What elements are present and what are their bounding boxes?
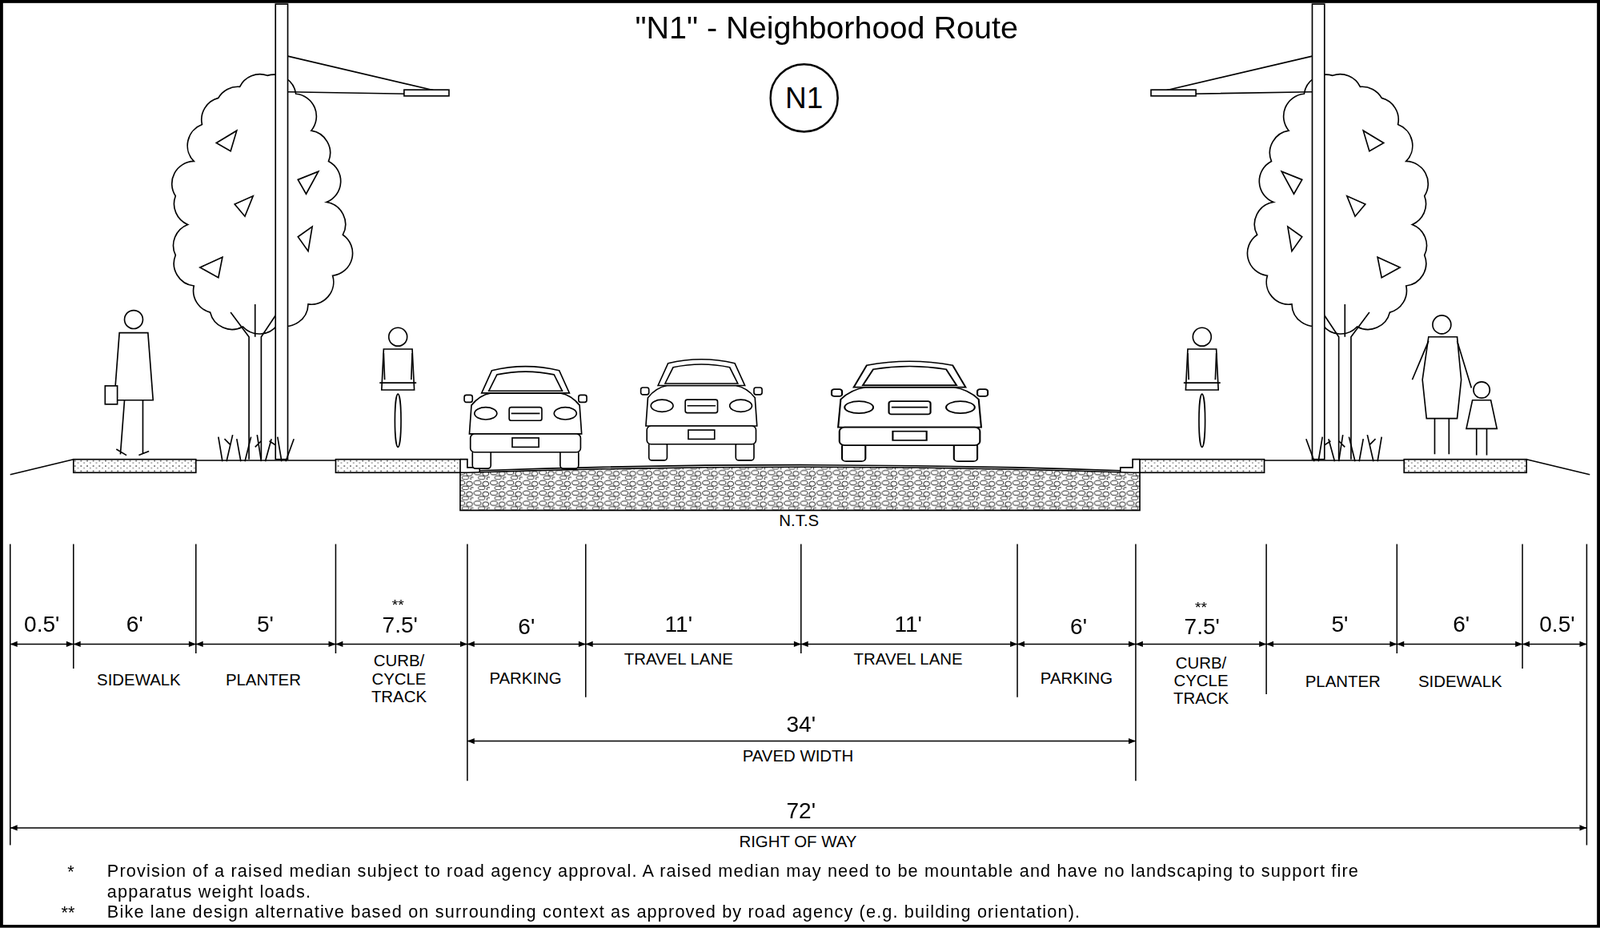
street-drawing [104,310,153,456]
zone-name: CURB/ CYCLE TRACK [367,651,431,706]
street-drawing [1473,381,1490,398]
footnote: Bike lane design alternative based on su… [107,902,1424,923]
street-drawing [460,466,1140,510]
dimension-name: RIGHT OF WAY [737,833,859,851]
badge-text: N1 [785,83,823,113]
street-drawing [585,643,802,646]
zone-name: PLANTER [1303,672,1383,690]
street-drawing [10,4,480,475]
zone-name: SIDEWALK [1415,672,1504,690]
street-drawing [10,544,1588,846]
route-badge: N1 [769,63,839,133]
zone-name: PLANTER [223,670,303,689]
zone-name: SIDEWALK [95,670,184,689]
street-drawing [1135,643,1267,646]
street-drawing [1120,4,1590,475]
dimension: 34' [784,712,819,738]
dimension: 6' [1451,612,1472,638]
street-drawing [467,643,586,646]
street-drawing [1266,643,1397,646]
street-drawing [467,740,1136,742]
street-drawing [114,332,153,401]
street-drawing [1396,643,1523,646]
dimension: 7.5' [380,613,420,638]
dimension: 72' [784,798,819,824]
street-drawing [1411,315,1497,456]
street-drawing [1476,428,1488,455]
street-drawing [196,643,337,646]
zone-name: PARKING [1038,669,1115,688]
street-drawing [1017,643,1136,646]
street-drawing [831,360,988,462]
street-drawing [1466,400,1497,430]
street-drawing [10,826,1588,829]
dimension: 5' [1329,612,1351,638]
dimension: 11' [892,612,925,638]
street-drawing [10,544,1588,846]
footnote-mark: ** [389,596,406,614]
dimension-name: PAVED WIDTH [740,746,856,765]
zone-name: PARKING [487,669,564,688]
street-drawing [641,359,762,461]
zone-name: TRAVEL LANE [621,649,735,668]
street-drawing [1411,340,1472,455]
dimension: 6' [516,613,538,639]
dimension: 11' [662,612,695,638]
street-drawing [124,310,144,329]
dimension: 0.5' [1537,612,1577,638]
street-drawing [1522,643,1587,646]
dimension: 7.5' [1182,613,1222,639]
street-drawing [1422,336,1461,419]
street-drawing [73,643,197,646]
footnote-mark: ** [1193,598,1210,616]
street-drawing [464,366,587,469]
footnote: Provision of a raised median subject to … [107,861,1424,903]
street-drawing [10,643,74,646]
zone-name: TRAVEL LANE [851,649,965,668]
title: "N1" - Neighborhood Route [634,11,1018,46]
scale-note: N.T.S [777,511,822,530]
street-drawing [335,643,467,646]
footnote-mark: ** [60,904,75,924]
street-drawing [801,643,1018,646]
street-drawing [1432,315,1452,334]
dimension: 5' [254,612,276,638]
zone-name: CURB/ CYCLE TRACK [1169,653,1233,708]
footnote-mark: * [67,863,74,883]
street-drawing [116,400,149,456]
dimension: 0.5' [22,612,62,638]
dimension: 6' [1068,613,1090,639]
dimension: 6' [124,612,145,638]
street-drawing [104,385,117,405]
